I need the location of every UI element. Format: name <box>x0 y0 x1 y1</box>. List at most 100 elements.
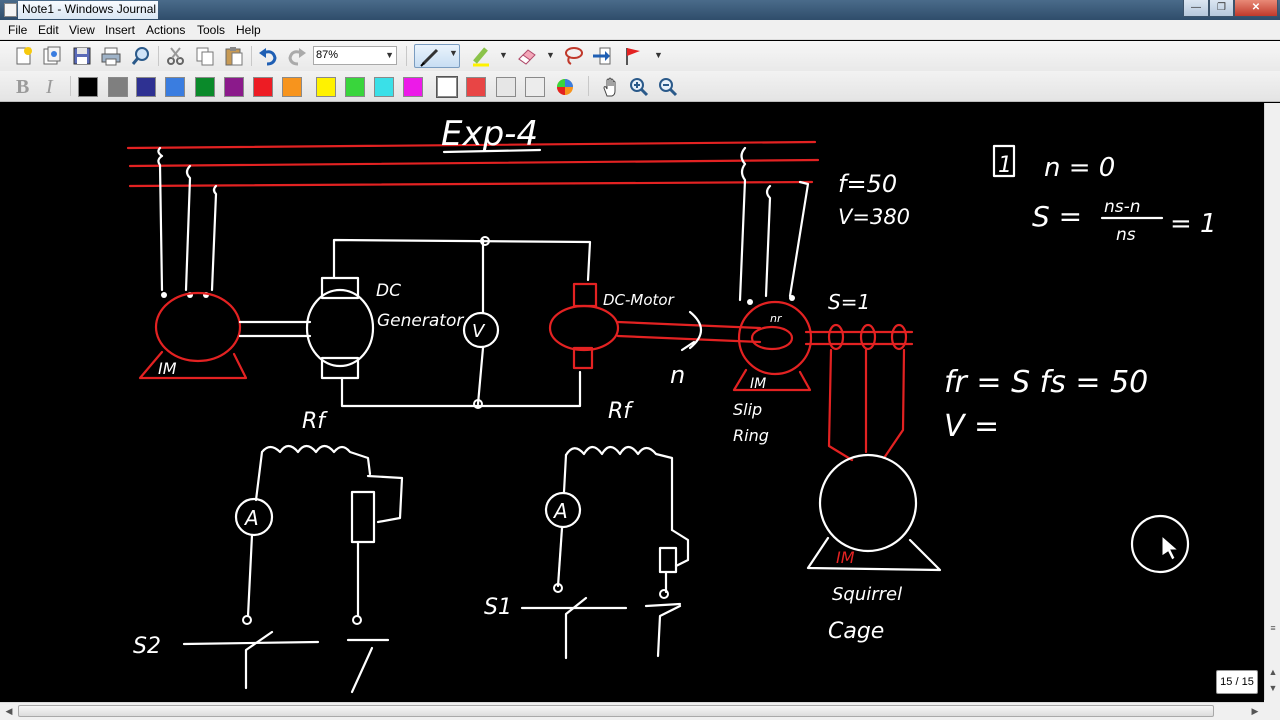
new-note-icon[interactable] <box>13 45 35 67</box>
pen-color-swatch[interactable] <box>374 77 394 97</box>
slip-ring-lead-3 <box>882 348 906 460</box>
pen-color-swatch[interactable] <box>345 77 365 97</box>
slip-ring-label-1: Slip <box>733 400 762 419</box>
note-canvas[interactable]: Exp-4 IM DC Generator <box>0 103 1264 702</box>
chevron-down-icon[interactable]: ▼ <box>546 50 555 60</box>
close-button[interactable]: ✕ <box>1234 0 1278 17</box>
horizontal-scroll-thumb[interactable] <box>18 705 1214 717</box>
menu-view[interactable]: View <box>69 23 95 37</box>
find-icon[interactable] <box>130 45 152 67</box>
zoom-select[interactable]: 87% ▼ <box>313 46 397 65</box>
minimize-button[interactable]: — <box>1183 0 1209 17</box>
pen-color-swatch[interactable] <box>282 77 302 97</box>
im-right-base <box>732 368 812 392</box>
im-left-motor <box>154 291 242 363</box>
pen-color-swatch[interactable] <box>466 77 486 97</box>
terminal-dot <box>352 615 362 625</box>
menu-file[interactable]: File <box>8 23 28 37</box>
maximize-button[interactable]: ❐ <box>1209 0 1234 17</box>
menu-edit[interactable]: Edit <box>38 23 59 37</box>
scrollbar-corner <box>1264 700 1280 720</box>
pen-color-swatch[interactable] <box>165 77 185 97</box>
save-icon[interactable] <box>71 45 93 67</box>
pen-color-swatch[interactable] <box>403 77 423 97</box>
pen-color-swatch[interactable] <box>525 77 545 97</box>
pan-hand-icon[interactable] <box>600 76 622 98</box>
s2-label: S2 <box>133 634 161 659</box>
scroll-grip-icon[interactable]: ≡ <box>1270 623 1276 633</box>
rotor-freq-eq: fr = S fs = 50 <box>944 365 1148 400</box>
italic-button[interactable]: I <box>46 76 53 98</box>
squirrel-cage-motor <box>818 453 918 553</box>
undo-icon[interactable] <box>257 45 279 67</box>
vertical-scrollbar[interactable]: ≡ ▲ ▼ <box>1264 103 1280 700</box>
speed-n-label: n <box>670 361 685 389</box>
field-coil-left <box>260 444 372 476</box>
chevron-double-down-icon[interactable]: ▼ <box>1268 683 1278 693</box>
highlighter-icon[interactable] <box>470 45 492 67</box>
flag-icon[interactable] <box>622 45 644 67</box>
terminal-dot <box>473 399 483 409</box>
squirrel-cage-base <box>806 536 942 572</box>
menu-tools[interactable]: Tools <box>197 23 226 37</box>
open-icon[interactable] <box>41 45 63 67</box>
pen-color-swatch[interactable] <box>436 76 458 98</box>
paste-icon[interactable] <box>223 45 245 67</box>
dc-generator <box>305 288 375 368</box>
zoom-out-icon[interactable] <box>657 76 679 98</box>
zoom-value: 87% <box>316 49 339 61</box>
im-right-tap-1 <box>738 146 747 302</box>
chevron-down-icon: ▼ <box>385 50 394 60</box>
field-right-down <box>556 526 564 588</box>
pen-color-swatch[interactable] <box>253 77 273 97</box>
horizontal-scrollbar[interactable]: ◀ ▶ <box>0 702 1264 720</box>
squirrel-label-2: Cage <box>828 619 884 644</box>
pen-color-swatch[interactable] <box>136 77 156 97</box>
insert-space-icon[interactable] <box>591 45 613 67</box>
generator-brush-top <box>320 276 360 300</box>
custom-color-icon[interactable] <box>554 76 576 98</box>
slip-frac-den: ns <box>1116 225 1136 245</box>
voltmeter-lead <box>476 238 485 406</box>
n-zero-eq: n = 0 <box>1044 153 1115 183</box>
scroll-left-icon[interactable]: ◀ <box>5 706 13 716</box>
dc-gen-label-2: Generator <box>377 311 464 331</box>
slip-eq: S = <box>1032 200 1082 233</box>
scroll-right-icon[interactable]: ▶ <box>1251 706 1259 716</box>
im-right-tap-3 <box>788 180 810 298</box>
rotor-volt-eq: V = <box>944 409 999 444</box>
toolbar-separator <box>158 46 159 66</box>
standard-toolbar: 87% ▼ ▼ ▼ ▼ ▼ <box>0 41 1280 71</box>
redo-icon[interactable] <box>286 45 308 67</box>
terminal-dot <box>480 236 490 246</box>
eraser-icon[interactable] <box>516 45 538 67</box>
pen-color-swatch[interactable] <box>316 77 336 97</box>
copy-icon[interactable] <box>194 45 216 67</box>
pen-color-swatch[interactable] <box>78 77 98 97</box>
ink-drawing: Exp-4 IM DC Generator <box>126 114 1217 694</box>
window-title: Note1 - Windows Journal <box>22 2 157 16</box>
chevron-double-up-icon[interactable]: ▲ <box>1268 667 1278 677</box>
chevron-down-icon[interactable]: ▼ <box>499 50 508 60</box>
pen-color-swatch[interactable] <box>224 77 244 97</box>
pen-color-swatch[interactable] <box>108 77 128 97</box>
switch-s2-bar <box>182 638 390 646</box>
rf-left-label: Rf <box>302 409 328 434</box>
menu-help[interactable]: Help <box>236 23 261 37</box>
pen-color-swatch[interactable] <box>496 77 516 97</box>
terminal-dot <box>161 292 167 298</box>
pen-icon <box>420 48 439 67</box>
lasso-icon[interactable] <box>562 45 584 67</box>
chevron-down-icon[interactable]: ▼ <box>654 50 663 60</box>
print-icon[interactable] <box>100 45 122 67</box>
terminal-dot <box>242 615 252 625</box>
field-left-lead <box>254 450 264 502</box>
cut-icon[interactable] <box>165 45 187 67</box>
bold-button[interactable]: B <box>16 76 30 98</box>
supply-line-2 <box>128 158 820 168</box>
zoom-in-icon[interactable] <box>628 76 650 98</box>
pen-color-swatch[interactable] <box>195 77 215 97</box>
menu-actions[interactable]: Actions <box>146 23 186 37</box>
pen-tool-button[interactable]: ▼ <box>414 44 460 68</box>
menu-insert[interactable]: Insert <box>105 23 136 37</box>
